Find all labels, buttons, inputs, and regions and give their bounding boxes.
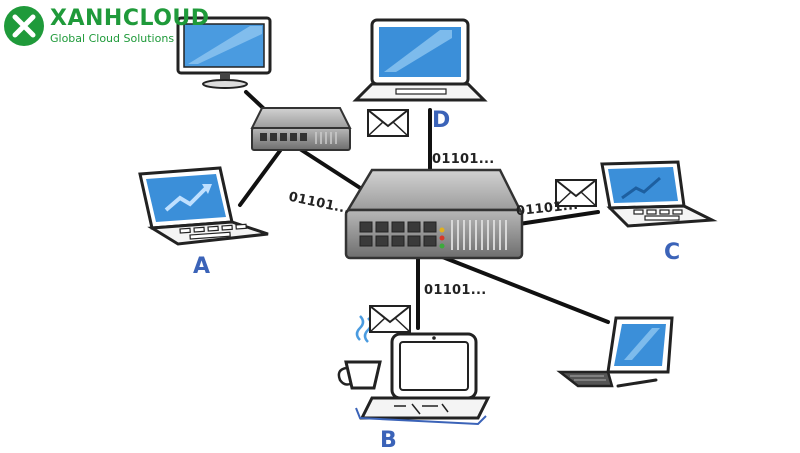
laptop-c-icon	[600, 160, 718, 228]
network-switch-icon	[344, 168, 524, 260]
brand-name: XANHCLOUD	[50, 6, 210, 31]
network-hub-icon	[250, 107, 352, 151]
brand-tagline: Global Cloud Solutions	[50, 32, 175, 45]
envelope-icon	[367, 109, 409, 137]
brand-logo: XANHCLOUD Global Cloud Solutions	[4, 6, 210, 46]
packet-label-top: 01101...	[432, 152, 495, 167]
trend-chart-icon	[164, 186, 208, 212]
link-laptop-a-hub	[238, 146, 284, 207]
node-label-c: C	[664, 240, 681, 265]
node-label-d: D	[432, 108, 451, 133]
packet-label-bottom: 01101...	[424, 283, 487, 298]
tablet-icon	[556, 316, 674, 388]
link-tablet-switch	[438, 254, 610, 324]
node-label-b: B	[380, 428, 397, 453]
x-logo-icon	[4, 6, 44, 46]
monitor-icon	[176, 16, 272, 89]
laptop-d-icon	[352, 18, 488, 102]
node-label-a: A	[193, 254, 211, 279]
laptop-b-icon	[355, 332, 491, 426]
envelope-icon	[555, 179, 597, 207]
coffee-mug-icon	[337, 315, 382, 390]
envelope-icon	[369, 305, 411, 333]
laptop-a-icon	[138, 166, 269, 246]
